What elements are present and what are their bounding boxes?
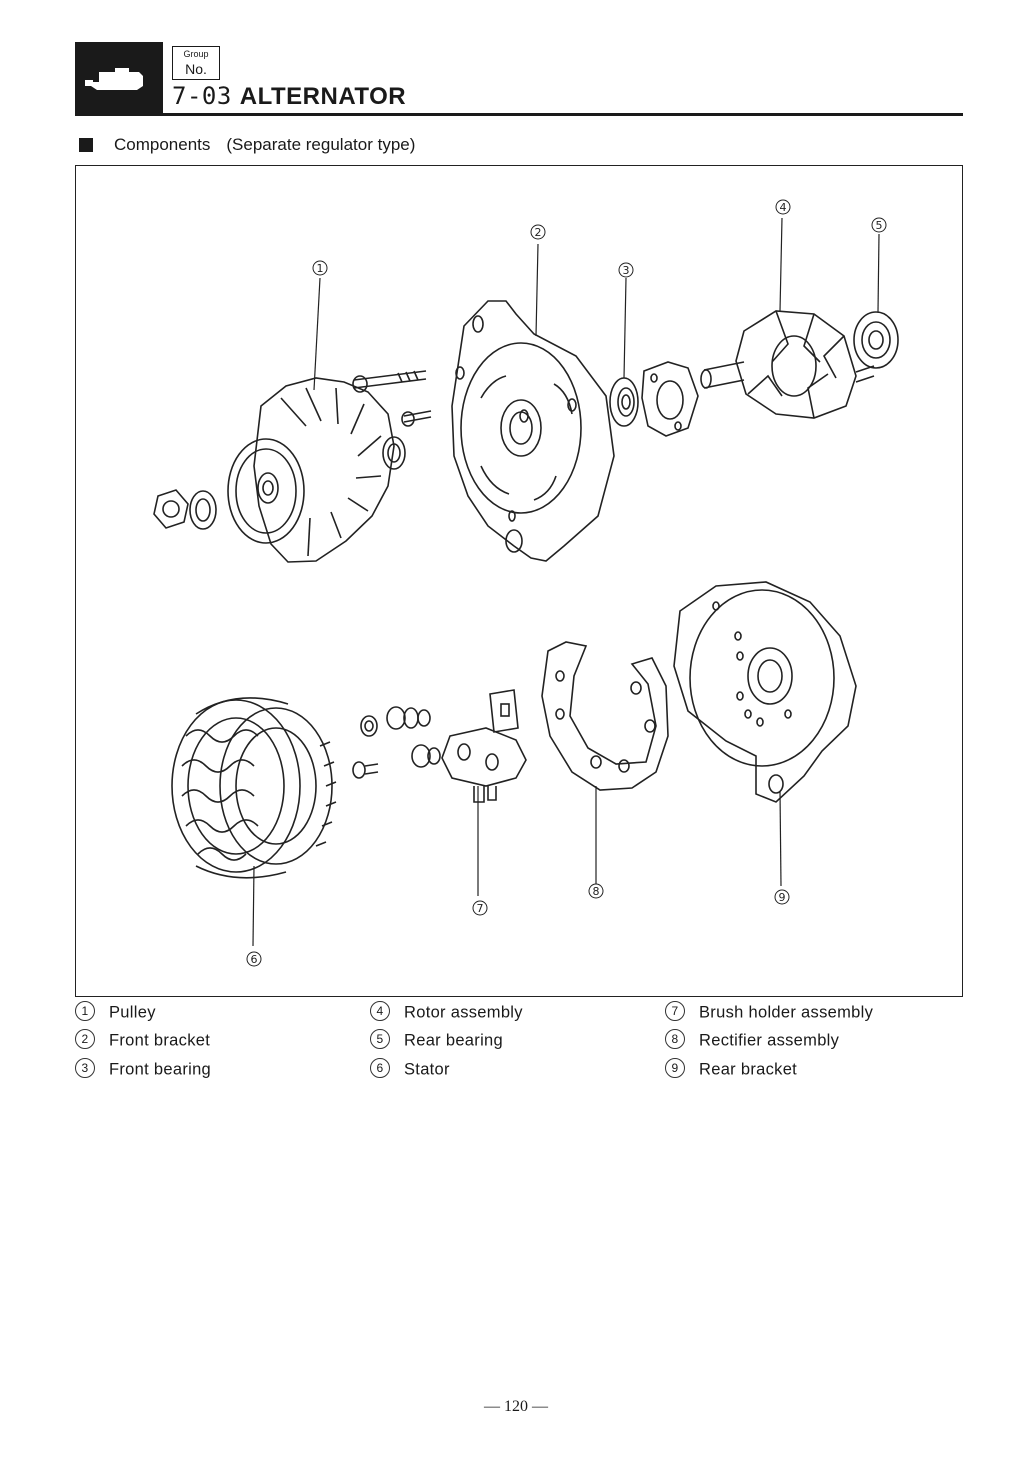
legend-label: Stator (404, 1060, 450, 1078)
legend-label: Rotor assembly (404, 1003, 523, 1021)
rectifier-drawing (542, 642, 668, 790)
callout-7: 7 (477, 902, 484, 915)
pulley-drawing (228, 378, 405, 562)
leader-lines (253, 218, 879, 946)
legend-label: Rear bearing (404, 1031, 503, 1049)
legend-number: 1 (75, 1001, 95, 1021)
callout-8: 8 (593, 885, 600, 898)
callout-labels: 1 2 3 4 5 6 7 8 9 (247, 200, 886, 966)
legend-number: 7 (665, 1001, 685, 1021)
stator-drawing (172, 698, 336, 878)
engine-icon (85, 62, 153, 98)
rotor-assembly-drawing (701, 311, 874, 418)
callout-6: 6 (251, 953, 258, 966)
page-title: 7-03 ALTERNATOR (172, 82, 406, 111)
legend-item-front-bearing: 3 Front bearing (75, 1060, 211, 1080)
legend-label: Rectifier assembly (699, 1031, 839, 1049)
legend-item-rotor-assembly: 4 Rotor assembly (370, 1003, 523, 1023)
engine-section-icon-block (75, 42, 163, 114)
legend-item-brush-holder: 7 Brush holder assembly (665, 1003, 873, 1023)
legend-label: Rear bracket (699, 1060, 797, 1078)
subheading-note: (Separate regulator type) (226, 135, 415, 154)
legend-number: 9 (665, 1058, 685, 1078)
callout-4: 4 (780, 201, 787, 214)
callout-3: 3 (623, 264, 630, 277)
legend-item-pulley: 1 Pulley (75, 1003, 156, 1023)
legend-number: 3 (75, 1058, 95, 1078)
page-number: — 120 — (0, 1398, 1032, 1416)
legend-item-stator: 6 Stator (370, 1060, 450, 1080)
nut-washer-drawing (154, 490, 216, 529)
no-label: No. (173, 62, 219, 76)
legend-number: 5 (370, 1029, 390, 1049)
legend-label: Pulley (109, 1003, 156, 1021)
square-bullet-icon (79, 138, 93, 152)
front-bracket-drawing (452, 301, 614, 561)
legend-item-rectifier: 8 Rectifier assembly (665, 1031, 839, 1051)
section-number: 7-03 (172, 82, 232, 110)
exploded-diagram-frame: 1 2 3 4 5 6 7 8 9 (75, 165, 963, 997)
header-divider (75, 113, 963, 116)
group-label: Group (173, 50, 219, 59)
legend-number: 8 (665, 1029, 685, 1049)
rear-bracket-drawing (674, 582, 856, 802)
callout-5: 5 (876, 219, 883, 232)
bearing-retainer-drawing (642, 362, 698, 436)
subheading-label: Components (114, 135, 210, 154)
callout-2: 2 (535, 226, 542, 239)
alternator-exploded-diagram: 1 2 3 4 5 6 7 8 9 (76, 166, 962, 996)
brush-holder-drawing (442, 690, 526, 802)
front-bearing-drawing (610, 378, 638, 426)
legend-label: Brush holder assembly (699, 1003, 873, 1021)
legend-number: 4 (370, 1001, 390, 1021)
legend-number: 6 (370, 1058, 390, 1078)
callout-1: 1 (317, 262, 324, 275)
legend-item-rear-bracket: 9 Rear bracket (665, 1060, 797, 1080)
legend-label: Front bearing (109, 1060, 211, 1078)
callout-9: 9 (779, 891, 786, 904)
legend-item-rear-bearing: 5 Rear bearing (370, 1031, 503, 1051)
section-title: ALTERNATOR (240, 83, 406, 110)
subheading: Components (Separate regulator type) (114, 135, 415, 155)
legend-number: 2 (75, 1029, 95, 1049)
legend-item-front-bracket: 2 Front bracket (75, 1031, 210, 1051)
through-bolt-drawing (353, 371, 431, 426)
terminal-parts-drawing (353, 707, 440, 778)
legend-label: Front bracket (109, 1031, 210, 1049)
rear-bearing-drawing (854, 312, 898, 368)
group-number-box: Group No. (172, 46, 220, 80)
